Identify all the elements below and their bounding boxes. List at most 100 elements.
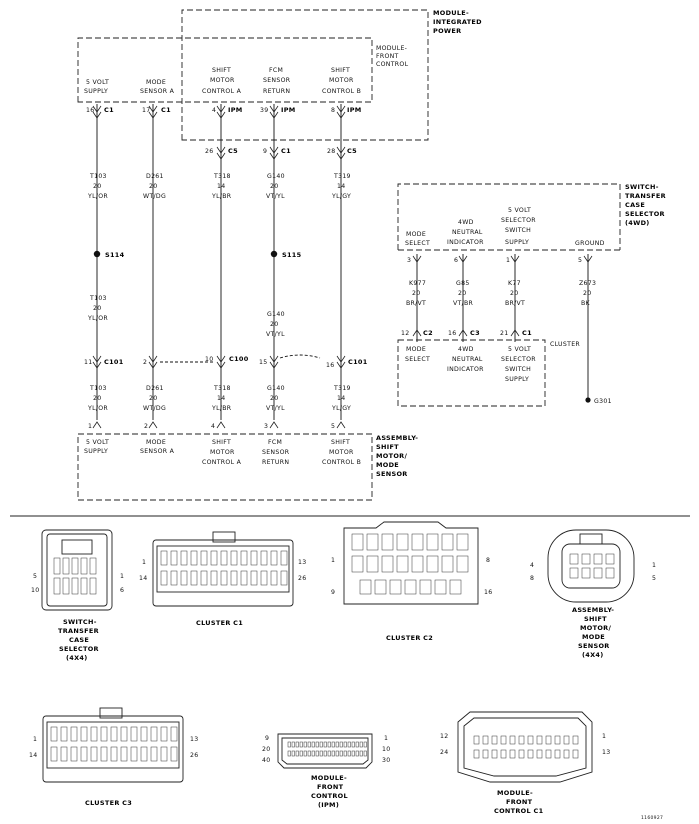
svg-text:20: 20 <box>270 395 278 402</box>
svg-text:9: 9 <box>265 735 269 742</box>
svg-text:SELECTOR: SELECTOR <box>501 217 536 224</box>
inline-connectors: 11 C101 2 10 C100 15 16 C101 <box>84 354 367 369</box>
connector-cavity <box>270 570 278 586</box>
connector-cavity <box>315 741 319 748</box>
svg-text:FRONT: FRONT <box>317 783 344 791</box>
reference-code: 1160927 <box>641 815 663 821</box>
connector-cavity <box>355 750 359 757</box>
svg-text:CONTROL A: CONTROL A <box>202 459 242 466</box>
connector-cavity <box>315 750 319 757</box>
connector-cavity <box>563 735 570 745</box>
svg-text:MOTOR: MOTOR <box>329 77 354 84</box>
svg-text:SENSOR: SENSOR <box>578 642 610 650</box>
svg-text:FRONT: FRONT <box>506 798 533 806</box>
svg-text:4: 4 <box>530 562 534 569</box>
svg-text:VT/BR: VT/BR <box>453 300 474 307</box>
svg-text:C3: C3 <box>470 329 480 337</box>
connector-view-fcm-ipm: 9 20 40 1 10 30 MODULE- FRONT CONTROL (I… <box>262 733 390 809</box>
svg-text:1: 1 <box>602 733 606 740</box>
svg-text:20: 20 <box>270 183 278 190</box>
connector-cavity <box>319 741 323 748</box>
svg-text:ASSEMBLY-: ASSEMBLY- <box>376 434 418 442</box>
connector-cavity <box>190 550 198 566</box>
svg-text:26: 26 <box>190 752 198 759</box>
svg-text:20: 20 <box>93 183 101 190</box>
integrated-power-box <box>181 9 429 141</box>
svg-text:MODE: MODE <box>146 439 166 446</box>
assembly-box <box>77 433 373 501</box>
connector-cavity <box>335 750 339 757</box>
connector-cavity <box>100 726 108 742</box>
integrated-power-title: MODULE- INTEGRATED POWER <box>433 9 482 35</box>
svg-text:1: 1 <box>33 736 37 743</box>
connector-cavity <box>327 750 331 757</box>
svg-text:6: 6 <box>120 587 124 594</box>
svg-text:10: 10 <box>31 587 39 594</box>
svg-text:1: 1 <box>120 573 124 580</box>
connector-cavity <box>554 749 561 759</box>
connector-cavity <box>110 726 118 742</box>
svg-text:T318: T318 <box>213 385 231 392</box>
svg-text:FCM: FCM <box>268 439 282 446</box>
connector-cavity <box>260 550 268 566</box>
connector-cavity <box>130 726 138 742</box>
connector-cavity <box>456 555 469 573</box>
svg-text:G140: G140 <box>267 173 285 180</box>
svg-text:1: 1 <box>142 559 146 566</box>
svg-text:RETURN: RETURN <box>263 88 290 95</box>
svg-text:(IPM): (IPM) <box>318 801 339 809</box>
connector-cavity <box>150 746 158 762</box>
svg-text:1: 1 <box>384 735 388 742</box>
svg-text:5 VOLT: 5 VOLT <box>508 346 531 353</box>
svg-text:SELECTOR: SELECTOR <box>625 210 665 218</box>
svg-text:16: 16 <box>86 107 94 114</box>
connector-cavity <box>426 555 439 573</box>
svg-text:SUPPLY: SUPPLY <box>505 376 529 383</box>
main-wires <box>96 104 342 420</box>
transfer-switch-title: SWITCH- TRANSFER CASE SELECTOR (4WD) <box>625 183 666 227</box>
svg-text:T318: T318 <box>213 173 231 180</box>
svg-text:NEUTRAL: NEUTRAL <box>452 356 483 363</box>
upper-wire-labels: T103 20 YL/OR D261 20 WT/DG T318 14 YL/B… <box>87 173 351 200</box>
connector-cavity <box>374 579 387 595</box>
svg-text:K77: K77 <box>508 280 521 287</box>
svg-text:WT/DG: WT/DG <box>143 405 166 412</box>
connector-cavity <box>90 746 98 762</box>
svg-text:30: 30 <box>382 757 390 764</box>
svg-text:5: 5 <box>578 257 582 264</box>
svg-text:20: 20 <box>93 305 101 312</box>
connector-view-cluster-c2: 1 9 8 16 CLUSTER C2 <box>331 521 492 642</box>
svg-text:VT/YL: VT/YL <box>266 193 285 200</box>
connector-cavity <box>473 735 480 745</box>
connector-cavity <box>280 550 288 566</box>
connector-cavity <box>323 741 327 748</box>
connector-cavity <box>441 533 454 551</box>
svg-text:SENSOR A: SENSOR A <box>140 448 175 455</box>
svg-text:15: 15 <box>259 359 267 366</box>
top-connector-labels: 16 C1 17 C1 4 IPM 39 IPM 8 IPM <box>86 106 361 114</box>
svg-text:C1: C1 <box>522 329 532 337</box>
svg-text:INTEGRATED: INTEGRATED <box>433 18 482 26</box>
splice-s115 <box>270 250 278 258</box>
svg-text:SENSOR: SENSOR <box>376 470 408 478</box>
connector-cavity <box>240 570 248 586</box>
connector-cavity <box>270 550 278 566</box>
svg-text:VT/YL: VT/YL <box>266 405 285 412</box>
connector-cavity <box>491 749 498 759</box>
svg-text:G140: G140 <box>267 385 285 392</box>
connector-cavity <box>491 735 498 745</box>
connector-cavity <box>303 750 307 757</box>
connector-cavity <box>605 553 615 565</box>
svg-text:4WD: 4WD <box>458 219 474 226</box>
connector-cavity <box>343 750 347 757</box>
connector-cavity <box>150 726 158 742</box>
connector-view-fcm-c1: 12 24 1 13 MODULE- FRONT CONTROL C1 <box>440 711 610 815</box>
connector-cavity <box>500 735 507 745</box>
svg-text:MODE: MODE <box>406 231 426 238</box>
connector-cavity <box>160 746 168 762</box>
splice-s114-label: S114 <box>105 251 125 259</box>
svg-text:17: 17 <box>142 107 150 114</box>
svg-text:20: 20 <box>93 395 101 402</box>
connector-cavity <box>347 750 351 757</box>
connector-cavity <box>287 750 291 757</box>
